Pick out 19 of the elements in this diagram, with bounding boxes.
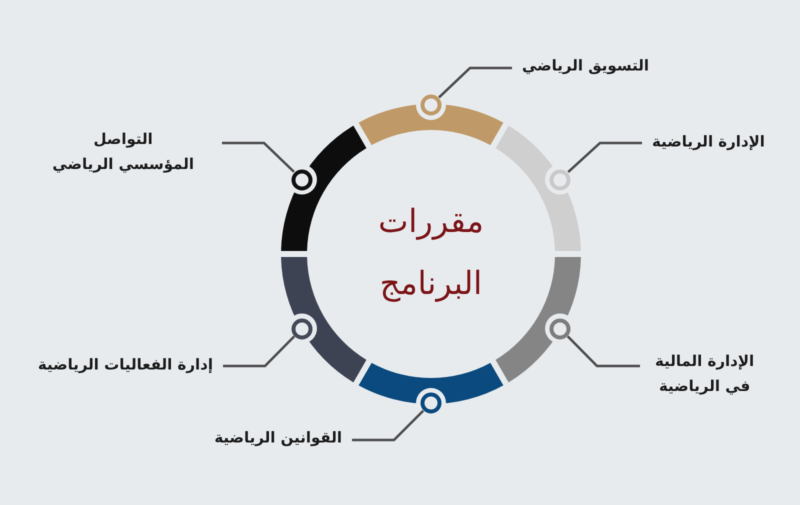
leader-line (222, 142, 295, 173)
ring-marker (550, 318, 571, 339)
course-label: إدارة الفعاليات الرياضية (38, 352, 213, 378)
leader-line (223, 335, 296, 368)
ring-marker (420, 94, 442, 116)
center-title: مقررات البرنامج (378, 201, 484, 304)
ring-marker (420, 392, 442, 414)
course-label: القوانين الرياضية (214, 426, 342, 450)
ring-marker (291, 318, 312, 339)
course-label: الإدارة المالية في الرياضية (655, 349, 754, 399)
ring-marker (550, 169, 571, 190)
course-label: التواصل المؤسسي الرياضي (52, 127, 194, 177)
course-label: التسويق الرياضي (522, 54, 649, 78)
leader-line (566, 335, 640, 368)
course-label: الإدارة الرياضية (652, 130, 765, 154)
leader-line (352, 410, 424, 442)
ring-marker (291, 169, 312, 190)
leader-line (567, 142, 642, 173)
leader-line (438, 66, 512, 98)
